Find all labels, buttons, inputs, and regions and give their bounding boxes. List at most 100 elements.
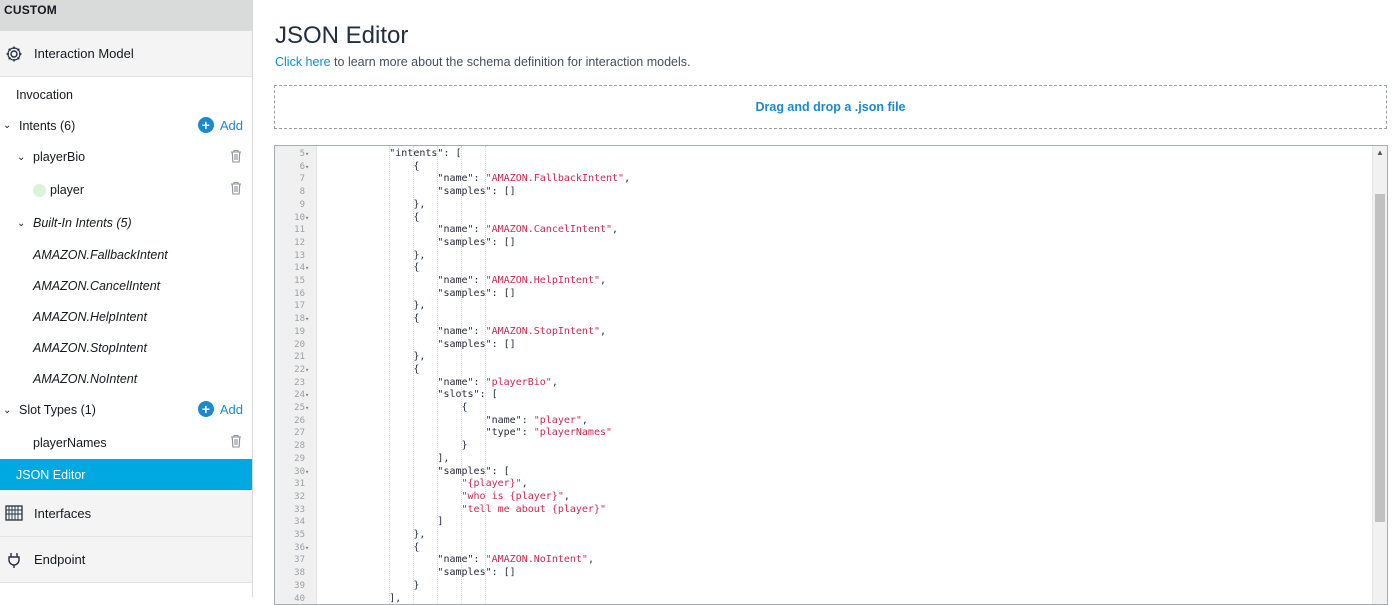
code-line[interactable]: 36▾ { <box>317 542 1373 555</box>
code-line[interactable]: 18▾ { <box>317 313 1373 326</box>
line-number: 13 <box>275 250 305 263</box>
line-number: 38 <box>275 567 305 580</box>
code-line[interactable]: 29 ], <box>317 453 1373 466</box>
add-label: Add <box>220 402 243 417</box>
line-number: 19 <box>275 326 305 339</box>
code-text: "slots": [ <box>317 389 498 400</box>
code-line[interactable]: 24▾ "slots": [ <box>317 389 1373 402</box>
code-line[interactable]: 26 "name": "player", <box>317 415 1373 428</box>
sidebar-item-label: playerBio <box>33 150 85 164</box>
sidebar-item-builtin[interactable]: AMAZON.HelpIntent <box>0 301 252 332</box>
code-line[interactable]: 17 }, <box>317 300 1373 313</box>
code-line[interactable]: 32 "who is {player}", <box>317 491 1373 504</box>
sidebar-item-label: AMAZON.CancelIntent <box>33 279 160 293</box>
fold-caret-icon[interactable]: ▾ <box>305 148 313 161</box>
code-line[interactable]: 7 "name": "AMAZON.FallbackIntent", <box>317 173 1373 186</box>
fold-caret-icon[interactable]: ▾ <box>305 262 313 275</box>
fold-caret-icon[interactable]: ▾ <box>305 542 313 555</box>
code-line[interactable]: 8 "samples": [] <box>317 186 1373 199</box>
sidebar-item-interaction-model[interactable]: Interaction Model <box>0 31 252 77</box>
code-line[interactable]: 23 "name": "playerBio", <box>317 377 1373 390</box>
sidebar-item-intents[interactable]: ⌄ Intents (6) + Add <box>0 110 252 141</box>
code-text: } <box>317 440 468 451</box>
line-number: 9 <box>275 199 305 212</box>
fold-caret-icon[interactable]: ▾ <box>305 466 313 479</box>
sidebar-item-json-editor[interactable]: JSON Editor <box>0 459 252 490</box>
sidebar-item-interfaces[interactable]: Interfaces <box>0 490 252 537</box>
scrollbar-thumb[interactable] <box>1375 194 1385 522</box>
code-line[interactable]: 21 }, <box>317 351 1373 364</box>
trash-icon[interactable] <box>230 434 242 448</box>
code-line[interactable]: 13 }, <box>317 250 1373 263</box>
code-line[interactable]: 35 }, <box>317 529 1373 542</box>
code-line[interactable]: 5▾ "intents": [ <box>317 148 1373 161</box>
code-line[interactable]: 6▾ { <box>317 161 1373 174</box>
sidebar-item-slot-types[interactable]: ⌄ Slot Types (1) + Add <box>0 394 252 426</box>
sidebar-item-playerbio[interactable]: ⌄ playerBio <box>0 141 252 173</box>
code-line[interactable]: 22▾ { <box>317 364 1373 377</box>
code-text: }, <box>317 250 425 261</box>
code-line[interactable]: 28 } <box>317 440 1373 453</box>
scroll-up-icon[interactable]: ▲ <box>1376 148 1384 157</box>
sidebar-item-builtin[interactable]: AMAZON.CancelIntent <box>0 270 252 301</box>
code-line[interactable]: 19 "name": "AMAZON.StopIntent", <box>317 326 1373 339</box>
fold-caret-icon[interactable]: ▾ <box>305 313 313 326</box>
code-line[interactable]: 30▾ "samples": [ <box>317 466 1373 479</box>
json-dropzone[interactable]: Drag and drop a .json file <box>274 85 1387 129</box>
line-number: 6 <box>275 161 305 174</box>
trash-icon[interactable] <box>230 149 242 163</box>
gear-icon <box>5 45 23 63</box>
sidebar-item-slot-player[interactable]: player <box>0 173 252 207</box>
sidebar-item-builtin[interactable]: AMAZON.StopIntent <box>0 332 252 363</box>
code-line[interactable]: 31 "{player}", <box>317 478 1373 491</box>
fold-caret-icon[interactable]: ▾ <box>305 402 313 415</box>
code-line[interactable]: 33 "tell me about {player}" <box>317 504 1373 517</box>
line-number: 8 <box>275 186 305 199</box>
chevron-down-icon[interactable]: ⌄ <box>3 405 13 416</box>
line-number: 40 <box>275 593 305 605</box>
json-code-editor[interactable]: 5▾ "intents": [6▾ {7 "name": "AMAZON.Fal… <box>274 145 1388 605</box>
trash-icon[interactable] <box>230 181 242 195</box>
sidebar-item-builtin[interactable]: AMAZON.FallbackIntent <box>0 239 252 270</box>
fold-caret-icon[interactable]: ▾ <box>305 389 313 402</box>
sidebar-item-playernames[interactable]: playerNames <box>0 426 252 459</box>
line-number: 11 <box>275 224 305 237</box>
code-area[interactable]: 5▾ "intents": [6▾ {7 "name": "AMAZON.Fal… <box>317 146 1373 604</box>
code-line[interactable]: 20 "samples": [] <box>317 339 1373 352</box>
add-intent-button[interactable]: + Add <box>198 117 243 133</box>
code-line[interactable]: 11 "name": "AMAZON.CancelIntent", <box>317 224 1373 237</box>
code-line[interactable]: 15 "name": "AMAZON.HelpIntent", <box>317 275 1373 288</box>
code-line[interactable]: 10▾ { <box>317 212 1373 225</box>
code-line[interactable]: 25▾ { <box>317 402 1373 415</box>
code-text: ] <box>317 516 443 527</box>
code-line[interactable]: 39 } <box>317 580 1373 593</box>
fold-caret-icon[interactable]: ▾ <box>305 161 313 174</box>
sidebar-item-builtin[interactable]: AMAZON.NoIntent <box>0 363 252 394</box>
code-line[interactable]: 14▾ { <box>317 262 1373 275</box>
chevron-down-icon[interactable]: ⌄ <box>3 120 13 131</box>
code-line[interactable]: 12 "samples": [] <box>317 237 1373 250</box>
chevron-down-icon[interactable]: ⌄ <box>17 152 27 163</box>
sidebar-item-label: AMAZON.NoIntent <box>33 372 137 386</box>
click-here-link[interactable]: Click here <box>275 55 331 69</box>
add-slot-type-button[interactable]: + Add <box>198 401 243 417</box>
sidebar-item-label: JSON Editor <box>16 468 85 482</box>
code-line[interactable]: 37 "name": "AMAZON.NoIntent", <box>317 554 1373 567</box>
editor-scrollbar[interactable]: ▲ <box>1372 146 1387 604</box>
sidebar-item-endpoint[interactable]: Endpoint <box>0 537 252 583</box>
interfaces-grid-icon <box>5 504 23 522</box>
fold-caret-icon[interactable]: ▾ <box>305 364 313 377</box>
code-line[interactable]: 16 "samples": [] <box>317 288 1373 301</box>
fold-caret-icon[interactable]: ▾ <box>305 212 313 225</box>
code-line[interactable]: 38 "samples": [] <box>317 567 1373 580</box>
code-text: "samples": [] <box>317 288 516 299</box>
code-line[interactable]: 27 "type": "playerNames" <box>317 427 1373 440</box>
line-number: 31 <box>275 478 305 491</box>
code-line[interactable]: 34 ] <box>317 516 1373 529</box>
code-text: { <box>317 542 419 553</box>
sidebar-item-builtin-intents[interactable]: ⌄ Built-In Intents (5) <box>0 207 252 239</box>
code-line[interactable]: 40 ], <box>317 593 1373 605</box>
chevron-down-icon[interactable]: ⌄ <box>17 218 27 229</box>
sidebar-item-invocation[interactable]: Invocation <box>0 79 252 110</box>
code-line[interactable]: 9 }, <box>317 199 1373 212</box>
